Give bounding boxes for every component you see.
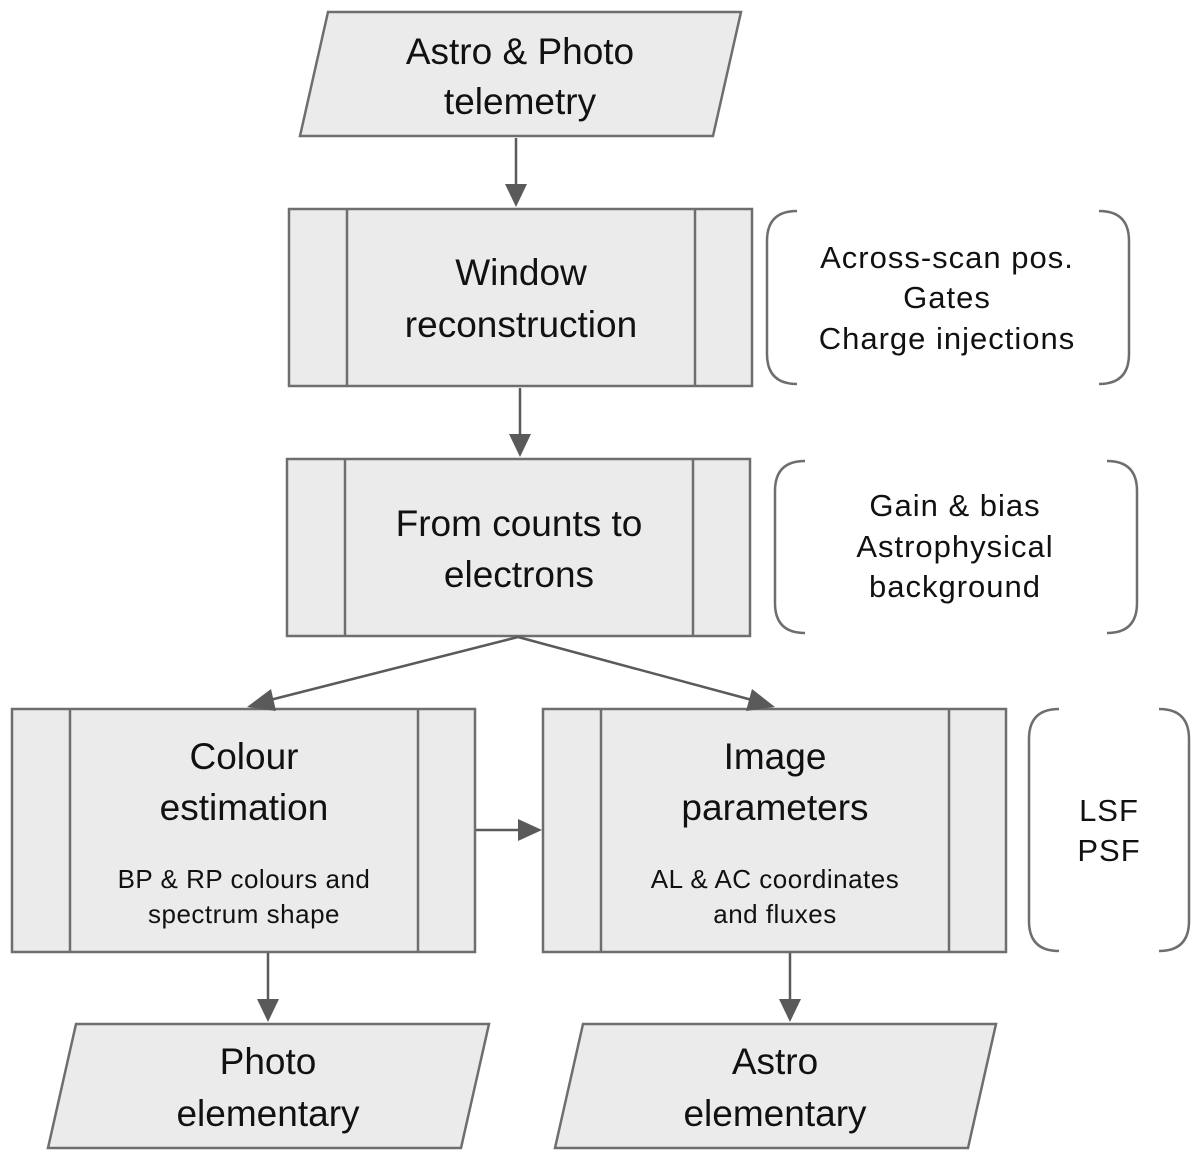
window-side-note: Across-scan pos. Gates Charge injections [765,209,1131,386]
arrowhead [505,184,527,207]
counts-process-box [285,457,752,638]
counts-note-line-3: background [869,569,1041,604]
colour-title-line-2: estimation [160,787,329,828]
edge-window-to-counts [509,388,531,457]
window-title-line-2: reconstruction [405,304,637,345]
edge-input-to-window [505,138,527,207]
astro-title-line-2: elementary [683,1093,867,1134]
counts-note-line-2: Astrophysical [856,529,1053,564]
arrowhead [257,999,279,1022]
image-title-line-1: Image [724,736,827,777]
counts-note-right-brace [1106,459,1139,635]
colour-subtitle-line-1: BP & RP colours and [118,864,371,894]
edge-line [269,635,519,702]
image-note-right-brace [1158,707,1191,953]
image-note-line-1: LSF [1079,793,1139,828]
image-process-box [541,707,1008,954]
window-reconstruction-node: Window reconstruction [287,207,754,388]
window-process-box [287,207,754,388]
colour-subtitle-line-2: spectrum shape [148,899,340,929]
arrowhead [247,689,276,711]
colour-title-line-1: Colour [190,736,299,777]
colour-process-box [10,707,477,954]
window-note-left-brace [765,209,798,386]
image-subtitle-line-1: AL & AC coordinates [651,864,899,894]
edge-colour-to-image [476,819,542,841]
photo-title-line-1: Photo [220,1041,317,1082]
astro-elementary-node: Astro elementary [553,1022,998,1150]
input-parallelogram-shape [298,10,743,138]
edge-counts-to-image [517,635,775,711]
counts-title-line-2: electrons [444,554,594,595]
input-title-line-1: Astro & Photo [406,31,634,72]
counts-note-line-1: Gain & bias [869,488,1040,523]
counts-side-note: Gain & bias Astrophysical background [773,459,1139,635]
arrowhead [518,819,542,841]
counts-title-line-1: From counts to [396,503,643,544]
image-title-line-2: parameters [681,787,868,828]
image-note-line-2: PSF [1077,833,1140,868]
image-side-note: LSF PSF [1027,707,1191,953]
input-telemetry-node: Astro & Photo telemetry [298,10,743,138]
counts-note-left-brace [773,459,806,635]
image-subtitle-line-2: and fluxes [713,899,837,929]
astro-output-parallelogram [553,1022,998,1150]
window-note-line-3: Charge injections [819,321,1076,356]
arrowhead [779,999,801,1022]
image-parameters-node: Image parameters AL & AC coordinates and… [541,707,1008,954]
counts-to-electrons-node: From counts to electrons [285,457,752,638]
astro-title-line-1: Astro [732,1041,818,1082]
edge-image-to-astro [779,953,801,1022]
edge-counts-to-colour [247,635,519,711]
window-title-line-1: Window [455,252,587,293]
edge-colour-to-photo [257,953,279,1022]
photo-elementary-node: Photo elementary [46,1022,491,1150]
photo-title-line-2: elementary [176,1093,360,1134]
arrowhead [746,689,775,711]
window-note-line-1: Across-scan pos. [820,240,1074,275]
photo-output-parallelogram [46,1022,491,1150]
colour-estimation-node: Colour estimation BP & RP colours and sp… [10,707,477,954]
image-note-left-brace [1027,707,1060,953]
input-title-line-2: telemetry [444,81,597,122]
window-note-line-2: Gates [903,280,991,315]
edge-line [517,635,753,702]
arrowhead [509,434,531,457]
window-note-right-brace [1098,209,1131,386]
